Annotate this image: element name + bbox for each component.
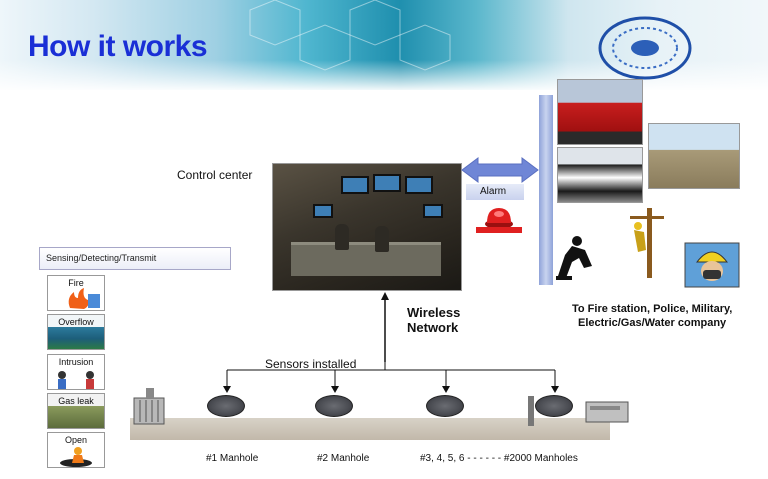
alarm-label: Alarm <box>466 184 524 200</box>
sensor-label-gas-leak: Gas leak <box>58 396 94 406</box>
manhole-4-icon <box>535 395 573 417</box>
intrusion-icon <box>58 371 94 389</box>
sensor-card-open: Open <box>47 432 105 468</box>
utility-cabinet-icon <box>133 388 165 425</box>
manhole-1-icon <box>207 395 245 417</box>
manhole-3-icon <box>426 395 464 417</box>
open-manhole-icon <box>60 447 92 467</box>
manhole-rest-label: #3, 4, 5, 6 - - - - - - #2000 Manholes <box>420 453 578 464</box>
manhole-2-icon <box>315 395 353 417</box>
pole-icon <box>528 396 534 426</box>
gas-worker-icon <box>556 236 592 280</box>
sensor-label-fire: Fire <box>68 278 84 288</box>
ground-strip <box>130 418 610 440</box>
sensor-card-fire: Fire <box>47 275 105 311</box>
police-car-photo <box>557 147 643 203</box>
fire-icon <box>68 288 100 309</box>
logo-ring-icon <box>598 16 692 80</box>
electric-worker-icon <box>630 208 664 278</box>
wireless-label-line-1: Wireless <box>407 305 461 320</box>
page-title: How it works <box>28 30 208 63</box>
destination-line-2: Electric/Gas/Water company <box>578 317 727 329</box>
equipment-box-icon <box>585 401 629 423</box>
sensor-card-overflow: Overflow <box>47 314 105 350</box>
sensor-label-overflow: Overflow <box>58 317 94 327</box>
fire-truck-photo <box>557 79 643 145</box>
control-center-photo <box>272 163 462 291</box>
sensors-installed-label: Sensors installed <box>265 357 357 371</box>
manhole-2-label: #2 Manhole <box>317 453 370 464</box>
military-photo <box>648 123 740 189</box>
wireless-label-line-2: Network <box>407 320 459 335</box>
control-center-label: Control center <box>177 168 253 182</box>
services-bar <box>539 95 553 285</box>
banner-decoration <box>249 0 692 80</box>
sensor-label-open: Open <box>64 435 88 445</box>
sensor-card-intrusion: Intrusion <box>47 354 105 390</box>
sensing-box: Sensing/Detecting/Transmit <box>39 247 231 270</box>
destination-line-1: To Fire station, Police, Military, <box>572 303 733 315</box>
bidirectional-arrow-icon <box>461 157 539 183</box>
sensor-label-intrusion: Intrusion <box>58 357 94 367</box>
sensor-card-gas-leak: Gas leak <box>47 393 105 429</box>
manhole-1-label: #1 Manhole <box>206 453 259 464</box>
